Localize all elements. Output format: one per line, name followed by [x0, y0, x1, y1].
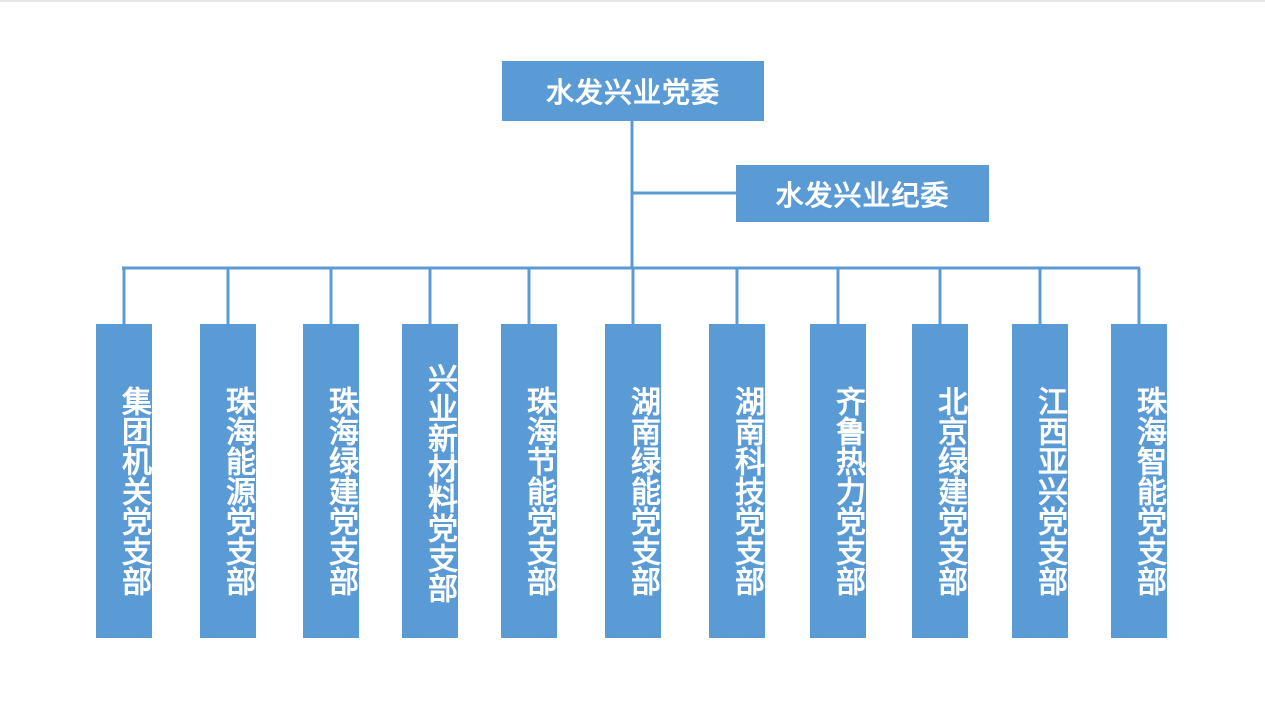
branch-node-label: 珠海能源党支部	[220, 386, 255, 596]
branch-node: 兴业新材料党支部	[402, 324, 458, 638]
branch-node: 湖南绿能党支部	[605, 324, 661, 638]
branch-node-label: 集团机关党支部	[116, 386, 151, 596]
branch-node-label: 珠海智能党支部	[1131, 386, 1166, 596]
branch-node: 珠海绿建党支部	[303, 324, 359, 638]
branch-node-label: 珠海绿建党支部	[323, 386, 358, 596]
discipline-node-label: 水发兴业纪委	[775, 178, 950, 212]
branch-node: 集团机关党支部	[96, 324, 152, 638]
branch-node: 北京绿建党支部	[912, 324, 968, 638]
branch-node: 齐鲁热力党支部	[810, 324, 866, 638]
top-rule	[0, 0, 1265, 2]
branch-node-label: 湖南科技党支部	[729, 386, 764, 596]
branch-node-label: 江西亚兴党支部	[1032, 386, 1067, 596]
branch-node: 珠海智能党支部	[1111, 324, 1167, 638]
branch-node-label: 湖南绿能党支部	[625, 386, 660, 596]
branch-node-label: 北京绿建党支部	[932, 386, 967, 596]
branch-node-label: 齐鲁热力党支部	[830, 386, 865, 596]
root-node: 水发兴业党委	[502, 61, 764, 121]
branch-node: 珠海节能党支部	[501, 324, 557, 638]
branch-node: 江西亚兴党支部	[1012, 324, 1068, 638]
branch-node-label: 珠海节能党支部	[521, 386, 556, 596]
root-node-label: 水发兴业党委	[545, 76, 720, 109]
branch-node: 湖南科技党支部	[709, 324, 765, 638]
discipline-node: 水发兴业纪委	[736, 165, 989, 222]
branch-node-label: 兴业新材料党支部	[422, 363, 457, 603]
branch-node: 珠海能源党支部	[200, 324, 256, 638]
